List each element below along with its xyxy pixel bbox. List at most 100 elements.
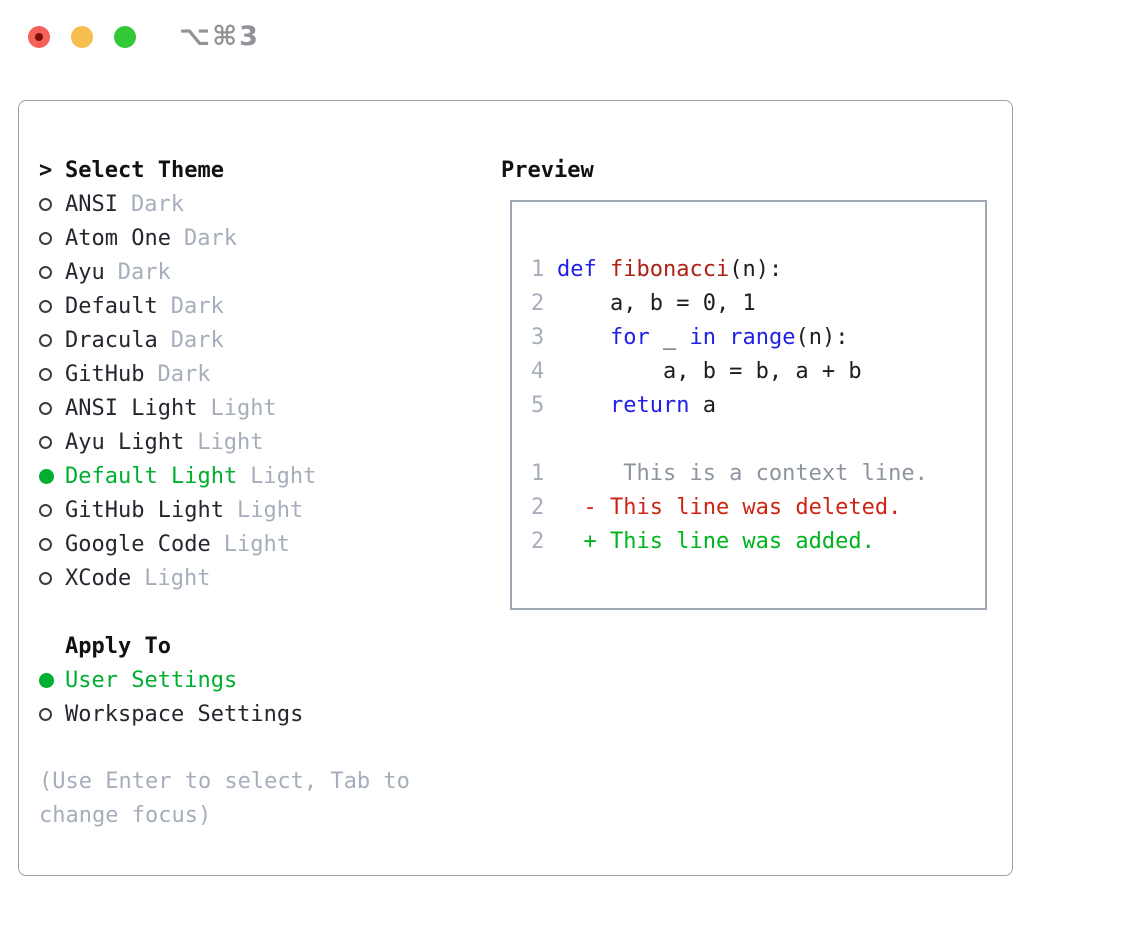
theme-option-label: Atom One <box>65 225 171 251</box>
select-theme-title: Select Theme <box>65 157 224 183</box>
code-segment: This is a context line. <box>557 460 928 486</box>
code-line: 1 def fibonacci(n): <box>531 252 985 286</box>
window-shortcut-label: ⌥⌘3 <box>179 21 260 52</box>
code-segment: a, b = 0, 1 <box>557 290 756 316</box>
radio-icon <box>39 299 52 313</box>
radio-selected-icon <box>39 672 54 688</box>
code-line <box>531 422 985 456</box>
radio-icon <box>39 571 52 585</box>
apply-to-option-label: Workspace Settings <box>65 701 304 727</box>
theme-option[interactable]: Google Code Light <box>39 527 473 561</box>
theme-option-label: Ayu <box>65 259 105 285</box>
apply-to-title: Apply To <box>65 633 171 659</box>
theme-option-label: ANSI Light <box>65 395 198 421</box>
theme-option-label: ANSI <box>65 191 118 217</box>
code-segment: return <box>609 392 690 418</box>
radio-marker <box>39 333 65 347</box>
radio-icon <box>39 333 52 347</box>
radio-icon <box>39 401 52 415</box>
theme-variant-label: Light <box>210 395 277 421</box>
radio-marker <box>39 672 65 688</box>
line-number: 2 <box>531 528 545 554</box>
theme-variant-label: Light <box>236 497 304 523</box>
code-segment <box>557 393 610 418</box>
line-number: 2 <box>531 494 545 520</box>
code-line: 1 This is a context line. <box>531 456 985 490</box>
theme-variant-label: Light <box>144 565 211 591</box>
code-line: 4 a, b = b, a + b <box>531 354 985 388</box>
preview-code-box: 1 def fibonacci(n): 2 a, b = 0, 1 3 for _ i… <box>510 200 987 610</box>
line-number: 2 <box>531 290 545 316</box>
radio-icon <box>39 231 52 245</box>
code-text: This is a context line. <box>557 461 928 486</box>
theme-option[interactable]: Default Light Light <box>39 459 473 493</box>
apply-to-option-label: User Settings <box>65 667 238 693</box>
apply-to-option[interactable]: User Settings <box>39 663 473 697</box>
theme-option[interactable]: ANSI Dark <box>39 187 473 221</box>
radio-marker <box>39 299 65 313</box>
theme-variant-label: Dark <box>157 361 211 387</box>
radio-icon <box>39 265 52 279</box>
code-text: - This line was deleted. <box>557 495 901 520</box>
theme-variant-label: Dark <box>170 327 224 353</box>
radio-marker <box>39 571 65 585</box>
radio-icon <box>39 367 52 381</box>
line-number: 1 <box>531 460 545 486</box>
theme-option[interactable]: ANSI Light Light <box>39 391 473 425</box>
minimize-button[interactable] <box>71 26 93 48</box>
theme-variant-label: Light <box>250 463 317 489</box>
code-segment: a, b = b, a + b <box>557 358 862 384</box>
apply-to-header: Apply To <box>39 629 473 663</box>
unsaved-changes-dot <box>35 33 43 41</box>
line-number: 4 <box>531 358 545 384</box>
radio-marker <box>39 537 65 551</box>
theme-variant-label: Dark <box>183 225 237 251</box>
code-segment: a <box>689 392 716 418</box>
theme-variant-label: Dark <box>130 191 184 217</box>
radio-marker <box>39 231 65 245</box>
code-text: a, b = 0, 1 <box>557 291 756 316</box>
select-theme-header: > Select Theme <box>39 153 473 187</box>
code-line: 3 for _ in range(n): <box>531 320 985 354</box>
code-segment: - This line was deleted. <box>557 494 902 520</box>
line-number: 3 <box>531 324 545 350</box>
code-text: for _ in range(n): <box>557 325 848 350</box>
theme-option-label: Default Light <box>65 463 238 489</box>
theme-variant-label: Light <box>223 531 290 557</box>
radio-marker <box>39 503 65 517</box>
window-titlebar: ⌥⌘3 <box>28 21 260 52</box>
apply-to-option[interactable]: Workspace Settings <box>39 697 473 731</box>
code-segment: (n): <box>795 324 849 350</box>
code-segment <box>557 325 610 350</box>
close-button[interactable] <box>28 26 50 48</box>
line-number: 1 <box>531 256 545 282</box>
code-segment: _ <box>649 324 690 350</box>
radio-marker <box>39 401 65 415</box>
code-lines: 1 def fibonacci(n): 2 a, b = 0, 1 3 for _ i… <box>531 252 985 558</box>
radio-icon <box>39 435 52 449</box>
code-text: + This line was added. <box>557 529 874 554</box>
line-number: 5 <box>531 392 545 418</box>
radio-marker <box>39 197 65 211</box>
focus-prompt: > <box>39 157 53 183</box>
theme-option-label: Google Code <box>65 531 211 557</box>
zoom-button[interactable] <box>114 26 136 48</box>
theme-option-label: Dracula <box>65 327 158 353</box>
theme-option-label: Default <box>65 293 158 319</box>
code-text: def fibonacci(n): <box>557 257 782 282</box>
code-segment <box>597 257 610 282</box>
radio-marker <box>39 265 65 279</box>
theme-option[interactable]: Dracula Dark <box>39 323 473 357</box>
code-segment: range <box>729 324 796 350</box>
theme-variant-label: Light <box>197 429 264 455</box>
theme-option[interactable]: Atom One Dark <box>39 221 473 255</box>
